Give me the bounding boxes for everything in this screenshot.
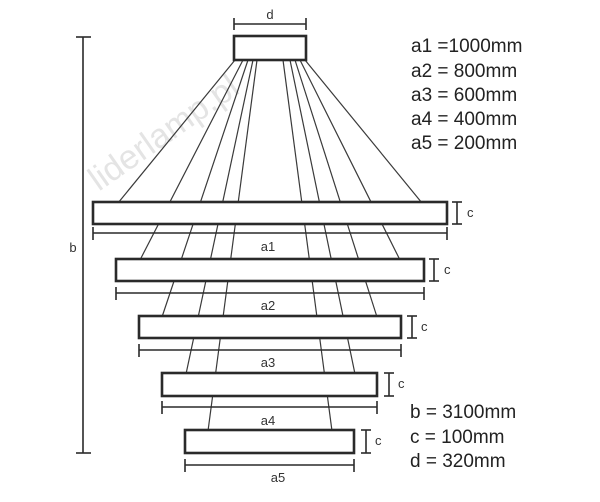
wire (299, 59, 401, 261)
wire (139, 59, 244, 261)
dimension-b: b (69, 36, 91, 454)
label-c: c (467, 205, 474, 220)
wire (207, 59, 258, 432)
suspension-wires (117, 59, 423, 432)
wire (282, 59, 333, 432)
label-a1: a1 (261, 239, 275, 254)
spec-a4: a4 = 400mm (411, 109, 517, 130)
spec-a5: a5 = 200mm (411, 133, 517, 154)
label-c: c (421, 319, 428, 334)
ring-5: a5 c (183, 428, 382, 485)
dimension-d: d (233, 7, 307, 30)
ring-4: a4 c (160, 371, 405, 428)
spec-b: b = 3100mm (410, 402, 516, 423)
label-a4: a4 (261, 413, 275, 428)
ring-3: a3 c (137, 314, 428, 370)
label-c: c (375, 433, 382, 448)
spec-a3: a3 = 600mm (411, 85, 517, 106)
wire (304, 59, 423, 204)
spec-list-other: b = 3100mm c = 100mm d = 320mm (410, 402, 516, 472)
label-c: c (398, 376, 405, 391)
label-d: d (266, 7, 273, 22)
label-a3: a3 (261, 355, 275, 370)
ring-2: a2 c (114, 257, 451, 313)
spec-a1: a1 =1000mm (411, 36, 522, 57)
label-a5: a5 (271, 470, 285, 485)
label-a2: a2 (261, 298, 275, 313)
label-b: b (69, 240, 76, 255)
ceiling-canopy (232, 34, 308, 62)
label-c: c (444, 262, 451, 277)
ring-1: a1 c (91, 200, 474, 254)
spec-a2: a2 = 800mm (411, 61, 517, 82)
spec-c: c = 100mm (410, 427, 505, 448)
wire (117, 59, 236, 204)
spec-d: d = 320mm (410, 451, 506, 472)
spec-list-diameters: a1 =1000mm a2 = 800mm a3 = 600mm a4 = 40… (411, 36, 522, 154)
watermark: liderlamp.pl (82, 68, 246, 199)
